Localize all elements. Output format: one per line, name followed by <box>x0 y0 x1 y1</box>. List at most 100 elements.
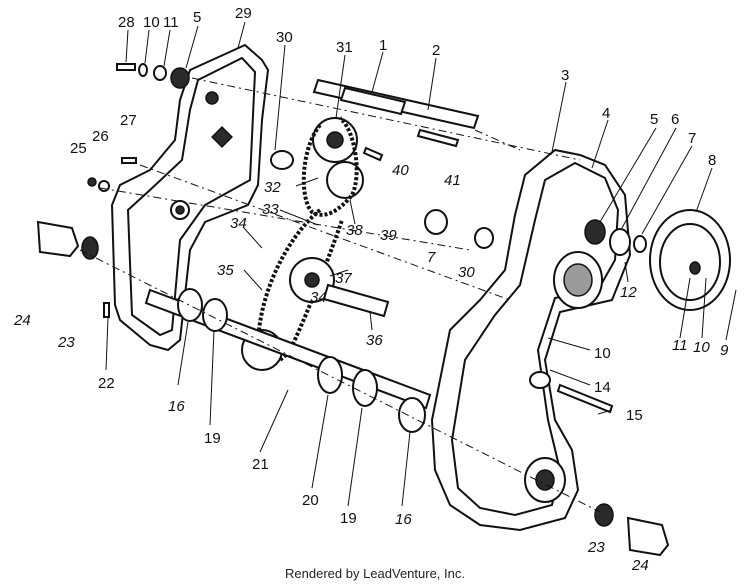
leader-22 <box>105 317 109 371</box>
callout-11b: 11 <box>672 337 688 354</box>
leader-35 <box>243 269 263 291</box>
callout-30b: 30 <box>458 264 475 281</box>
v-belt-pulley-hub <box>689 261 701 275</box>
callout-27: 27 <box>120 112 137 129</box>
callout-30a: 30 <box>276 29 293 46</box>
callout-16a: 16 <box>168 398 185 415</box>
callout-23a: 23 <box>57 334 75 351</box>
callout-25: 25 <box>70 140 87 157</box>
callout-5a: 5 <box>193 9 201 26</box>
callout-19b: 19 <box>340 510 357 527</box>
callout-24b: 24 <box>631 557 649 574</box>
callout-28: 28 <box>118 14 135 31</box>
callout-4: 4 <box>602 105 610 122</box>
cover-boss-hole <box>175 205 185 215</box>
callout-10a: 10 <box>143 14 160 31</box>
leader-29 <box>237 21 246 49</box>
leader-31 <box>335 54 346 119</box>
leader-19b <box>347 407 363 507</box>
leader-14 <box>549 369 591 386</box>
callout-20: 20 <box>302 492 319 509</box>
bolt-28 <box>116 63 136 71</box>
callout-9: 9 <box>720 342 729 359</box>
callout-38: 38 <box>346 222 363 239</box>
callout-23b: 23 <box>587 539 605 556</box>
axle-collar-16 <box>177 288 203 322</box>
leader-9 <box>725 289 737 341</box>
nut-25 <box>87 177 97 187</box>
bolt-15 <box>556 383 614 414</box>
callout-40: 40 <box>392 162 409 179</box>
callout-41: 41 <box>444 172 461 189</box>
right-seal <box>594 503 614 527</box>
callout-31: 31 <box>336 39 353 56</box>
callout-32: 32 <box>264 179 281 196</box>
callout-29: 29 <box>235 5 252 22</box>
callout-39: 39 <box>380 227 397 244</box>
leader-5a <box>185 25 199 69</box>
callout-6: 6 <box>671 111 679 128</box>
alignment-line-5 <box>474 129 521 151</box>
alignment-line-3 <box>99 187 471 251</box>
leader-32 <box>295 177 319 187</box>
leader-3 <box>551 81 567 153</box>
callout-21: 21 <box>252 456 269 473</box>
spacer-11 <box>153 65 167 81</box>
left-hub-cap <box>36 220 80 258</box>
bearing-5 <box>170 67 190 89</box>
callout-35: 35 <box>217 262 234 279</box>
housing-bearing-boss-middle <box>529 371 551 389</box>
bushing-30b <box>474 227 494 249</box>
callout-8: 8 <box>708 152 716 169</box>
axle-bearing-16 <box>398 397 426 433</box>
leader-11b <box>679 277 691 339</box>
leader-20 <box>311 394 329 489</box>
callout-24a: 24 <box>13 312 31 329</box>
callout-14: 14 <box>594 379 611 396</box>
callout-19a: 19 <box>204 430 221 447</box>
callout-10b: 10 <box>693 339 710 356</box>
leader-37 <box>329 269 349 277</box>
leader-4 <box>591 119 609 169</box>
bearing-5b <box>584 219 606 245</box>
leader-33 <box>279 209 319 226</box>
right-hub-cap <box>626 516 670 557</box>
leader-38 <box>349 199 356 225</box>
callout-15: 15 <box>626 407 643 424</box>
housing-bearing-hole-top <box>563 263 593 297</box>
cover-hole-top <box>205 91 219 105</box>
callout-7b: 7 <box>427 249 436 266</box>
callout-7a: 7 <box>688 130 696 147</box>
callout-16b: 16 <box>395 511 412 528</box>
leader-34a <box>243 227 263 249</box>
leader-2 <box>427 57 437 111</box>
spacer-7 <box>424 209 448 235</box>
callout-5b: 5 <box>650 111 658 128</box>
callout-37: 37 <box>335 270 352 287</box>
alignment-line-4 <box>79 249 601 513</box>
key-40 <box>362 146 384 162</box>
left-housing-cover-inner <box>126 56 257 337</box>
axle-collar-19b <box>352 369 378 407</box>
alignment-line-2 <box>139 164 511 301</box>
callout-2: 2 <box>432 42 440 59</box>
leader-10c <box>547 337 591 351</box>
callout-34b: 34 <box>310 289 327 306</box>
callout-1: 1 <box>379 37 387 54</box>
leader-10b <box>701 277 707 339</box>
callout-22: 22 <box>98 375 115 392</box>
washer-10 <box>138 63 148 77</box>
leader-6 <box>621 127 677 229</box>
callout-26: 26 <box>92 128 109 145</box>
leader-11a <box>163 29 171 67</box>
callout-34a: 34 <box>230 215 247 232</box>
callout-3: 3 <box>561 67 569 84</box>
key-41 <box>416 128 460 148</box>
axle-collar-19 <box>202 298 228 332</box>
left-seal <box>81 236 99 260</box>
leader-12 <box>624 261 629 283</box>
leader-36 <box>369 311 373 331</box>
leader-19a <box>209 329 215 426</box>
bolt-27 <box>121 157 137 164</box>
